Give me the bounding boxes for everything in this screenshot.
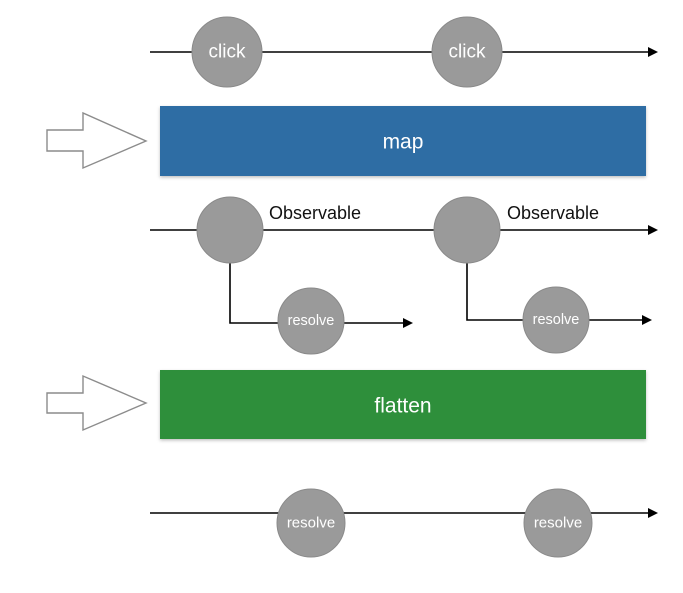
inner-stream-arrowhead — [403, 318, 413, 328]
click-event: click — [191, 16, 263, 88]
resolve-event: resolve — [276, 488, 346, 558]
click-stream: click click — [150, 16, 658, 88]
resolve-event: resolve — [522, 286, 590, 354]
click-event-label: click — [449, 42, 486, 63]
flattened-stream-arrowhead — [648, 508, 658, 518]
resolve-event-label: resolve — [288, 313, 335, 329]
observable-event: Observable — [433, 196, 599, 264]
map-input-arrow — [46, 111, 148, 170]
resolve-event-label: resolve — [287, 515, 335, 532]
click-event-label: click — [209, 42, 246, 63]
observable-event: Observable — [196, 196, 361, 264]
click-event: click — [431, 16, 503, 88]
mapped-stream-arrowhead — [648, 225, 658, 235]
click-stream-arrowhead — [648, 47, 658, 57]
resolve-event-label: resolve — [534, 515, 582, 532]
flatten-operator-label: flatten — [374, 395, 431, 418]
resolve-event-label: resolve — [533, 312, 580, 328]
flatten-operator: flatten — [160, 370, 646, 439]
mapped-stream: resolve resolve Observable Observable — [150, 196, 658, 355]
map-operator-box — [160, 106, 646, 176]
inner-stream: resolve — [466, 262, 652, 354]
observable-event-label: Observable — [507, 203, 599, 223]
flatten-operator-box — [160, 370, 646, 439]
observable-event-label: Observable — [269, 203, 361, 223]
map-operator: map — [160, 106, 646, 176]
inner-stream-timeline — [229, 262, 404, 324]
inner-stream: resolve — [229, 262, 413, 355]
flatten-input-arrow — [46, 374, 148, 432]
inner-stream-arrowhead — [642, 315, 652, 325]
map-operator-label: map — [383, 131, 424, 154]
flattened-stream: resolve resolve — [150, 488, 658, 558]
resolve-event: resolve — [277, 287, 345, 355]
resolve-event: resolve — [523, 488, 593, 558]
